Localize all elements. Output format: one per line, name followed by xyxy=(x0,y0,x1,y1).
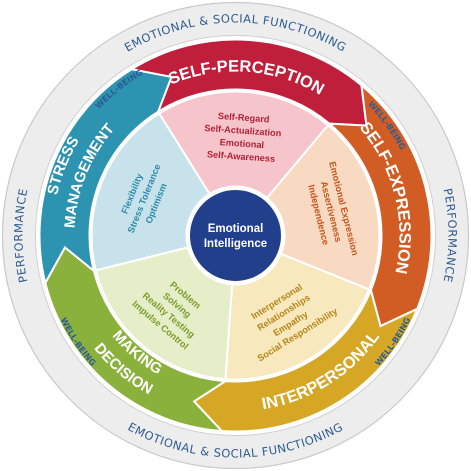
inner-sector-interpersonal xyxy=(224,252,371,381)
inner-sector-self-perception xyxy=(157,90,330,200)
inner-sector-stress-management xyxy=(90,112,211,272)
composite-inner-sectors xyxy=(90,90,381,381)
band-stress-management xyxy=(38,68,173,286)
center-label-line1: Emotional xyxy=(208,223,264,235)
subscale-self-perception-1: Self-Regard xyxy=(218,111,270,125)
subscale-self-perception-4: Self-Awareness xyxy=(207,149,276,164)
outer-label-right: PERFORMANCE xyxy=(441,187,460,284)
inner-sector-decision-making xyxy=(94,246,234,381)
center-label-line2: Intelligence xyxy=(204,238,267,250)
outer-label-left: PERFORMANCE xyxy=(11,187,30,284)
subscale-self-perception-3: Emotional xyxy=(219,137,264,150)
inner-sector-self-expression xyxy=(265,123,381,291)
center-circle xyxy=(187,187,284,284)
composite-bands: SELF-PERCEPTIONSELF-EXPRESSIONINTERPERSO… xyxy=(38,38,433,433)
